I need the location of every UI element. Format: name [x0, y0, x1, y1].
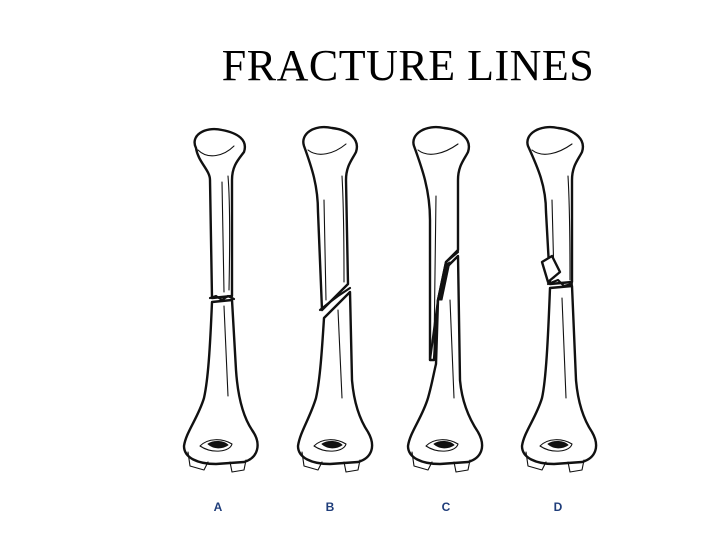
bone-b-oblique-fracture: B	[296, 125, 374, 514]
bone-label-b: B	[326, 500, 335, 514]
bone-label-c: C	[442, 500, 451, 514]
bone-label-d: D	[554, 500, 563, 514]
slide-title: FRACTURE LINES	[221, 41, 595, 90]
bone-label-a: A	[214, 500, 223, 514]
bone-a-transverse-fracture: A	[182, 127, 259, 514]
bone-c-spiral-fracture: C	[406, 125, 484, 514]
bone-d-butterfly-fracture: D	[520, 125, 598, 514]
